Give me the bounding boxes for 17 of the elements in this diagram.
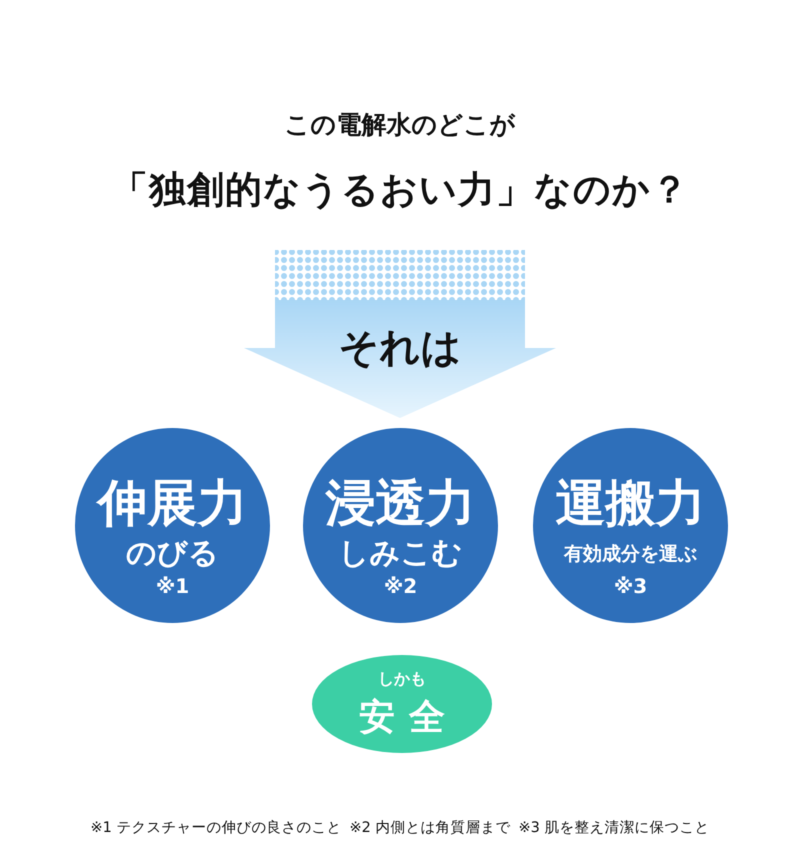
- footnote-mark: ※2: [384, 574, 418, 598]
- circle-title: 浸透力: [326, 474, 476, 532]
- heading: 「独創的なうるおい力」なのか？: [110, 167, 690, 213]
- oval-subtitle: しかも: [378, 669, 426, 688]
- circle-title: 運搬力: [556, 474, 706, 532]
- circle-title: 伸展力: [98, 474, 248, 532]
- footnote-mark: ※1: [156, 574, 190, 598]
- circle-subtitle: のびる: [126, 536, 219, 571]
- arrow-text: それは: [338, 325, 462, 371]
- subheading: この電解水のどこが: [284, 109, 516, 141]
- oval-title: 安全: [359, 697, 459, 738]
- footnote-mark: ※3: [614, 574, 648, 598]
- footnote: ※3 肌を整え清潔に保つこと: [518, 820, 710, 836]
- footnote: ※2 内側とは角質層まで: [350, 820, 510, 836]
- footnote: ※1 テクスチャーの伸びの良さのこと: [90, 820, 342, 836]
- circle-subtitle: 有効成分を運ぶ: [564, 543, 697, 565]
- circle-subtitle: しみこむ: [338, 536, 462, 571]
